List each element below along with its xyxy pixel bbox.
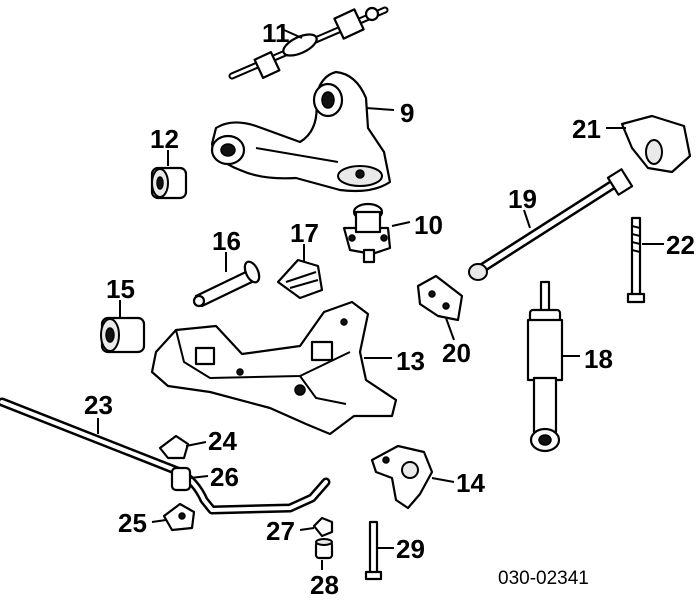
- part-9-upper-control-arm: [210, 70, 392, 193]
- label-22: 22: [666, 230, 695, 260]
- label-12: 12: [150, 124, 179, 154]
- part-12-bushing: [150, 166, 188, 200]
- part-20-bracket: [416, 274, 464, 322]
- part-11-shaft: [228, 6, 389, 80]
- part-29-bolt: [364, 520, 383, 581]
- part-19-strut-rod: [468, 168, 634, 281]
- leader-lines: [97, 29, 664, 570]
- label-23: 23: [84, 390, 113, 420]
- label-17: 17: [290, 218, 319, 248]
- label-18: 18: [584, 344, 613, 374]
- part-15-bushing: [100, 316, 146, 354]
- part-25-bracket: [162, 502, 196, 532]
- label-13: 13: [396, 346, 425, 376]
- part-17-boot: [276, 258, 324, 300]
- label-10: 10: [414, 210, 443, 240]
- label-24: 24: [208, 426, 237, 456]
- part-26-bar-bushing: [170, 466, 192, 492]
- label-11: 11: [262, 18, 290, 48]
- part-14-knuckle: [370, 444, 434, 510]
- part-27-nut: [312, 516, 334, 538]
- part-18-shock-absorber: [526, 280, 564, 453]
- part-24-clamp: [158, 434, 190, 460]
- part-28-bushing: [314, 538, 334, 560]
- label-29: 29: [396, 534, 425, 564]
- part-10-ball-joint: [342, 202, 392, 264]
- label-21: 21: [572, 114, 601, 144]
- part-21-bracket: [620, 114, 692, 174]
- label-16: 16: [212, 226, 241, 256]
- diagram-code: 030-02341: [498, 568, 589, 589]
- label-14: 14: [456, 468, 485, 498]
- part-22-bolt: [626, 216, 646, 304]
- part-23-stabilizer-bar: [0, 397, 331, 515]
- label-28: 28: [310, 570, 339, 600]
- part-16-pin: [192, 260, 261, 308]
- part-13-crossmember: [150, 300, 398, 436]
- label-25: 25: [118, 508, 147, 538]
- label-27: 27: [266, 516, 295, 546]
- label-26: 26: [210, 462, 239, 492]
- label-15: 15: [106, 274, 135, 304]
- label-9: 9: [400, 98, 414, 128]
- label-20: 20: [442, 338, 471, 368]
- label-19: 19: [508, 184, 537, 214]
